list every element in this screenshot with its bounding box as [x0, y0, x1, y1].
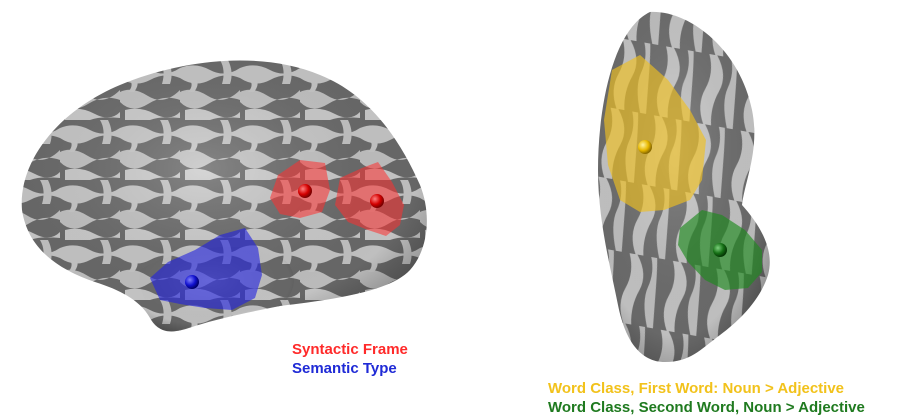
marker-word-class-second: [713, 243, 727, 257]
marker-syntactic-frame-posterior: [298, 184, 312, 198]
legend-semantic-type: Semantic Type: [292, 360, 397, 378]
legend-word-class-second: Word Class, Second Word, Noun > Adjectiv…: [548, 399, 865, 417]
marker-syntactic-frame-anterior: [370, 194, 384, 208]
lateral-hemisphere: [22, 61, 427, 332]
legend-word-class-first: Word Class, First Word: Noun > Adjective: [548, 380, 844, 398]
legend-syntactic-frame: Syntactic Frame: [292, 341, 408, 359]
marker-semantic-type: [185, 275, 199, 289]
marker-word-class-first: [638, 140, 652, 154]
ventral-view: [598, 12, 770, 362]
